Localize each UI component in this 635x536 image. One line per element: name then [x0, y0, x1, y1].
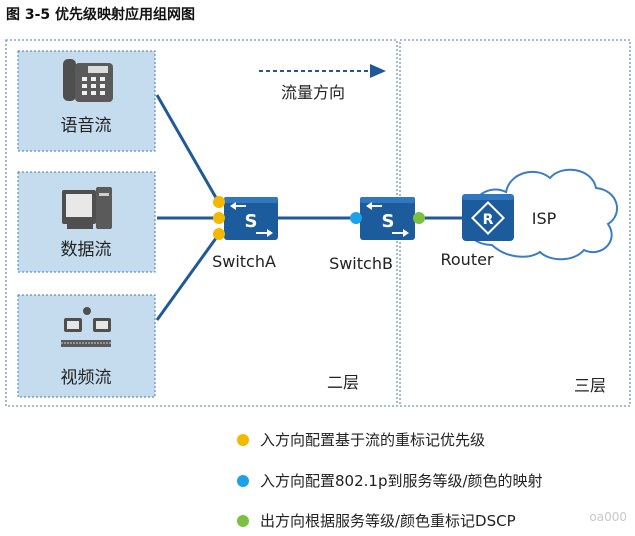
- switch-a-port-data-marker: [213, 212, 225, 224]
- diagram-canvas: 流量方向 语音流: [5, 39, 631, 407]
- switch-a-port-voice-marker: [213, 196, 225, 208]
- legend-text: 入方向配置802.1p到服务等级/颜色的映射: [260, 472, 543, 490]
- layer3-label: 三层: [574, 376, 606, 395]
- computer-icon: [62, 187, 112, 229]
- router-icon: R: [462, 194, 514, 241]
- svg-text:S: S: [245, 211, 258, 232]
- legend-item-flow-remark: 入方向配置基于流的重标记优先级: [237, 429, 627, 450]
- legend-item-8021p-mapping: 入方向配置802.1p到服务等级/颜色的映射: [237, 470, 627, 491]
- phone-icon: [63, 59, 113, 102]
- switch-a-port-video-marker: [213, 228, 225, 240]
- port-markers: [213, 196, 425, 240]
- source-box-data: 数据流: [17, 171, 156, 273]
- flow-direction-arrow: [259, 64, 386, 78]
- switch-a-label: SwitchA: [212, 252, 276, 271]
- legend-yellow-marker: [237, 433, 249, 446]
- link-lines: [155, 94, 462, 321]
- link-voice-switcha: [155, 94, 221, 204]
- video-conference-icon: [61, 307, 111, 347]
- flow-direction-label: 流量方向: [281, 83, 345, 102]
- source-label-data: 数据流: [61, 240, 112, 260]
- router-label: Router: [440, 250, 493, 269]
- svg-text:R: R: [483, 212, 494, 228]
- legend-blue-marker: [237, 474, 249, 487]
- source-box-voice: 语音流: [17, 50, 156, 152]
- switch-a-icon: S: [224, 197, 278, 240]
- legend-green-marker: [237, 514, 249, 527]
- switch-b-ingress-marker: [350, 212, 362, 224]
- source-label-voice: 语音流: [61, 116, 112, 136]
- isp-label: ISP: [532, 209, 557, 228]
- svg-text:S: S: [382, 211, 395, 232]
- switch-b-icon: S: [360, 197, 415, 240]
- switch-b-egress-marker: [413, 212, 425, 224]
- figure-title: 图 3-5 优先级映射应用组网图: [6, 7, 196, 23]
- legend-text: 入方向配置基于流的重标记优先级: [260, 431, 486, 449]
- layer2-label: 二层: [327, 373, 359, 392]
- source-label-video: 视频流: [61, 368, 112, 388]
- source-box-video: 视频流: [17, 294, 156, 398]
- legend-item-dscp-remark: 出方向根据服务等级/颜色重标记DSCP: [237, 510, 627, 531]
- watermark: oa000: [589, 510, 627, 524]
- legend-text: 出方向根据服务等级/颜色重标记DSCP: [260, 512, 516, 530]
- link-video-switcha: [155, 233, 221, 321]
- switch-b-label: SwitchB: [329, 254, 393, 273]
